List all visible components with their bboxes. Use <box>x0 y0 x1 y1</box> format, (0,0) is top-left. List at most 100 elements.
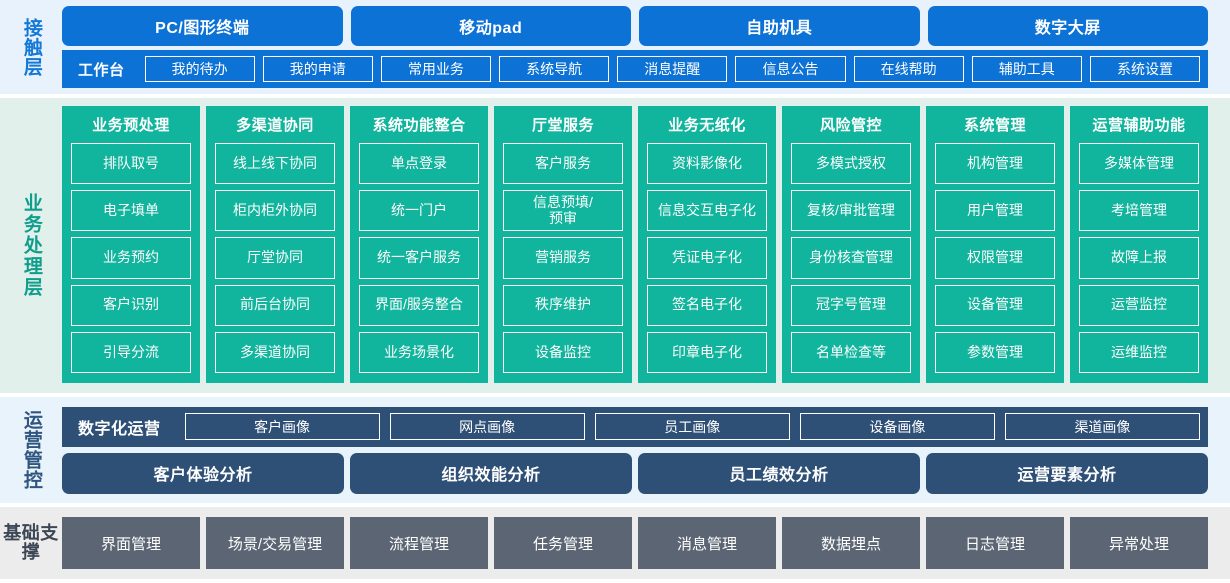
layer-contact: 接触层 PC/图形终端 移动pad 自助机具 数字大屏 工作台 我的待办 我的申… <box>0 0 1230 94</box>
workbench-item-message-alert[interactable]: 消息提醒 <box>617 56 728 82</box>
biz-item-training-management[interactable]: 考培管理 <box>1079 190 1199 232</box>
layer-business: 业务处理层 业务预处理 排队取号 电子填单 业务预约 客户识别 引导分流 多渠道… <box>0 98 1230 393</box>
biz-item-parameter-management[interactable]: 参数管理 <box>935 331 1055 374</box>
workbench-item-my-todo[interactable]: 我的待办 <box>144 56 255 82</box>
portrait-branch[interactable]: 网点画像 <box>389 413 585 440</box>
biz-item-permission-management[interactable]: 权限管理 <box>935 237 1055 279</box>
biz-column-ops-support: 运营辅助功能 多媒体管理 考培管理 故障上报 运营监控 运维监控 <box>1070 106 1208 383</box>
portrait-device[interactable]: 设备画像 <box>799 413 995 440</box>
biz-item-unified-customer-service[interactable]: 统一客户服务 <box>359 237 479 279</box>
layer-label-business: 业务处理层 <box>20 193 42 298</box>
biz-column-lobby-service: 厅堂服务 客户服务 信息预填/ 预审 营销服务 秩序维护 设备监控 <box>494 106 632 383</box>
biz-item-review-approval[interactable]: 复核/审批管理 <box>791 190 911 232</box>
base-item-exception-handling[interactable]: 异常处理 <box>1070 517 1208 569</box>
workbench-title: 工作台 <box>78 61 125 79</box>
channel-pc[interactable]: PC/图形终端 <box>62 6 343 46</box>
layer-label-base-support: 基础支撑 <box>3 522 59 562</box>
biz-item-device-management[interactable]: 设备管理 <box>935 284 1055 326</box>
biz-item-identity-verification[interactable]: 身份核查管理 <box>791 237 911 279</box>
biz-item-signature-digital[interactable]: 签名电子化 <box>647 284 767 326</box>
biz-item-single-sign-on[interactable]: 单点登录 <box>359 143 479 185</box>
biz-item-device-monitoring[interactable]: 设备监控 <box>503 331 623 374</box>
biz-item-marketing-service[interactable]: 营销服务 <box>503 237 623 279</box>
layer-operations-body: 数字化运营 客户画像 网点画像 员工画像 设备画像 渠道画像 客户体验分析 组织… <box>62 397 1230 503</box>
base-item-message-management[interactable]: 消息管理 <box>638 517 776 569</box>
contact-channel-row: PC/图形终端 移动pad 自助机具 数字大屏 <box>62 6 1208 46</box>
base-item-task-management[interactable]: 任务管理 <box>494 517 632 569</box>
layer-base-support: 基础支撑 界面管理 场景/交易管理 流程管理 任务管理 消息管理 数据埋点 日志… <box>0 507 1230 579</box>
biz-item-org-management[interactable]: 机构管理 <box>935 143 1055 185</box>
biz-item-ui-service-integration[interactable]: 界面/服务整合 <box>359 284 479 326</box>
biz-item-guide-diversion[interactable]: 引导分流 <box>71 331 191 374</box>
analysis-row: 客户体验分析 组织效能分析 员工绩效分析 运营要素分析 <box>62 452 1208 494</box>
biz-item-e-form[interactable]: 电子填单 <box>71 190 191 232</box>
base-item-ui-management[interactable]: 界面管理 <box>62 517 200 569</box>
biz-column-preprocess: 业务预处理 排队取号 电子填单 业务预约 客户识别 引导分流 <box>62 106 200 383</box>
portrait-channel[interactable]: 渠道画像 <box>1004 413 1200 440</box>
biz-column-title: 风险管控 <box>819 117 882 134</box>
biz-item-multimode-authorization[interactable]: 多模式授权 <box>791 143 911 185</box>
biz-item-info-exchange-digital[interactable]: 信息交互电子化 <box>647 190 767 232</box>
biz-column-title: 运营辅助功能 <box>1092 117 1186 134</box>
biz-item-operation-monitoring[interactable]: 运营监控 <box>1079 284 1199 326</box>
base-item-data-tracking[interactable]: 数据埋点 <box>782 517 920 569</box>
biz-item-customer-recognition[interactable]: 客户识别 <box>71 284 191 326</box>
biz-item-voucher-digital[interactable]: 凭证电子化 <box>647 237 767 279</box>
base-item-scenario-transaction-management[interactable]: 场景/交易管理 <box>206 517 344 569</box>
biz-item-info-prefill-preaudit[interactable]: 信息预填/ 预审 <box>503 190 623 232</box>
workbench-bar: 工作台 我的待办 我的申请 常用业务 系统导航 消息提醒 信息公告 在线帮助 辅… <box>62 50 1208 88</box>
biz-column-risk-control: 风险管控 多模式授权 复核/审批管理 身份核查管理 冠字号管理 名单检查等 <box>782 106 920 383</box>
biz-column-title: 多渠道协同 <box>236 117 314 134</box>
layer-contact-body: PC/图形终端 移动pad 自助机具 数字大屏 工作台 我的待办 我的申请 常用… <box>62 4 1230 90</box>
portrait-customer[interactable]: 客户画像 <box>184 413 380 440</box>
workbench-item-announcement[interactable]: 信息公告 <box>735 56 846 82</box>
channel-digital-screen[interactable]: 数字大屏 <box>927 6 1208 46</box>
analysis-customer-experience[interactable]: 客户体验分析 <box>62 452 344 494</box>
biz-item-online-offline-collab[interactable]: 线上线下协同 <box>215 143 335 185</box>
biz-item-customer-service[interactable]: 客户服务 <box>503 143 623 185</box>
biz-column-system-integration: 系统功能整合 单点登录 统一门户 统一客户服务 界面/服务整合 业务场景化 <box>350 106 488 383</box>
biz-column-title: 业务预处理 <box>92 117 170 134</box>
analysis-operation-factors[interactable]: 运营要素分析 <box>926 452 1208 494</box>
workbench-item-my-application[interactable]: 我的申请 <box>262 56 373 82</box>
biz-item-multimedia-management[interactable]: 多媒体管理 <box>1079 143 1199 185</box>
layer-label-operations: 运营管控 <box>20 410 42 490</box>
digital-operations-title: 数字化运营 <box>78 420 161 438</box>
workbench-item-system-navigation[interactable]: 系统导航 <box>499 56 610 82</box>
biz-item-user-management[interactable]: 用户管理 <box>935 190 1055 232</box>
biz-item-queue-number[interactable]: 排队取号 <box>71 143 191 185</box>
channel-self-service[interactable]: 自助机具 <box>639 6 920 46</box>
portrait-employee[interactable]: 员工画像 <box>594 413 790 440</box>
layer-base-support-body: 界面管理 场景/交易管理 流程管理 任务管理 消息管理 数据埋点 日志管理 异常… <box>62 507 1230 579</box>
biz-item-appointment[interactable]: 业务预约 <box>71 237 191 279</box>
biz-column-title: 系统管理 <box>963 117 1026 134</box>
biz-column-paperless: 业务无纸化 资料影像化 信息交互电子化 凭证电子化 签名电子化 印章电子化 <box>638 106 776 383</box>
biz-item-counter-collab[interactable]: 柜内柜外协同 <box>215 190 335 232</box>
base-item-log-management[interactable]: 日志管理 <box>926 517 1064 569</box>
biz-item-order-maintenance[interactable]: 秩序维护 <box>503 284 623 326</box>
analysis-employee-performance[interactable]: 员工绩效分析 <box>638 452 920 494</box>
biz-item-document-imaging[interactable]: 资料影像化 <box>647 143 767 185</box>
biz-column-system-management: 系统管理 机构管理 用户管理 权限管理 设备管理 参数管理 <box>926 106 1064 383</box>
workbench-item-common-business[interactable]: 常用业务 <box>380 56 492 82</box>
workbench-item-system-settings[interactable]: 系统设置 <box>1089 56 1201 82</box>
biz-item-lobby-collab[interactable]: 厅堂协同 <box>215 237 335 279</box>
biz-item-maintenance-monitoring[interactable]: 运维监控 <box>1079 331 1199 374</box>
layer-business-body: 业务预处理 排队取号 电子填单 业务预约 客户识别 引导分流 多渠道协同 线上线… <box>62 98 1230 393</box>
workbench-item-online-help[interactable]: 在线帮助 <box>853 56 964 82</box>
biz-item-unified-portal[interactable]: 统一门户 <box>359 190 479 232</box>
analysis-org-efficiency[interactable]: 组织效能分析 <box>350 452 632 494</box>
biz-item-fault-reporting[interactable]: 故障上报 <box>1079 237 1199 279</box>
biz-column-title: 厅堂服务 <box>531 117 594 134</box>
channel-mobile-pad[interactable]: 移动pad <box>350 6 631 46</box>
biz-item-front-back-collab[interactable]: 前后台协同 <box>215 284 335 326</box>
biz-item-seal-digital[interactable]: 印章电子化 <box>647 331 767 374</box>
biz-item-watchlist-check[interactable]: 名单检查等 <box>791 331 911 374</box>
biz-item-multichannel-collab[interactable]: 多渠道协同 <box>215 331 335 374</box>
workbench-item-aux-tools[interactable]: 辅助工具 <box>971 56 1082 82</box>
biz-item-business-scenario[interactable]: 业务场景化 <box>359 331 479 374</box>
biz-item-serial-number-mgmt[interactable]: 冠字号管理 <box>791 284 911 326</box>
base-item-process-management[interactable]: 流程管理 <box>350 517 488 569</box>
biz-column-multichannel: 多渠道协同 线上线下协同 柜内柜外协同 厅堂协同 前后台协同 多渠道协同 <box>206 106 344 383</box>
